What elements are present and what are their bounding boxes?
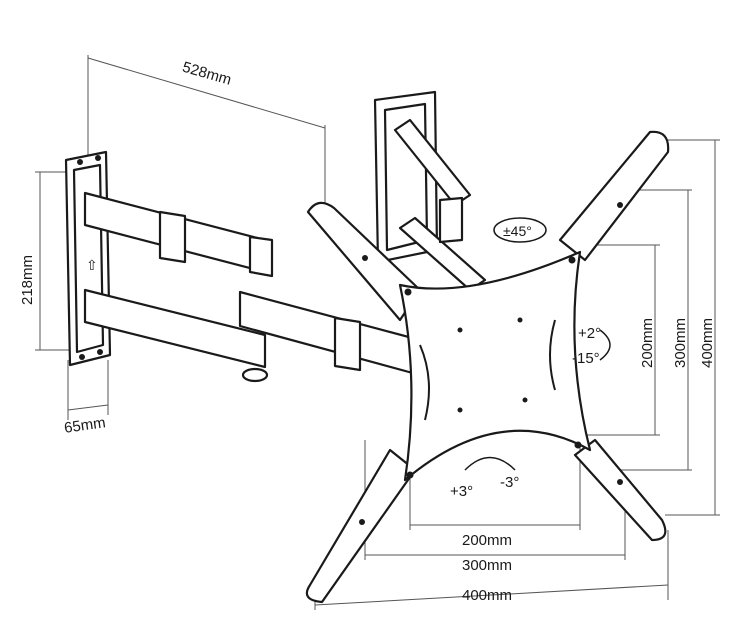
label-tilt-down: -15°: [572, 350, 600, 367]
up-arrow-icon: ⇧: [86, 257, 98, 273]
label-swivel: ±45°: [503, 223, 532, 239]
label-vesa-h-300: 300mm: [462, 557, 512, 574]
tilt-arrow-icon: [599, 329, 611, 361]
swivel-arrow-icon: [493, 217, 547, 243]
label-vesa-v-300: 300mm: [672, 318, 689, 368]
label-218mm: 218mm: [19, 255, 36, 305]
label-vesa-v-200: 200mm: [639, 318, 656, 368]
label-528mm: 528mm: [180, 59, 233, 89]
vesa-plate: [305, 130, 670, 604]
rotate-arrow-icon: [464, 456, 516, 471]
label-tilt-up: +2°: [578, 325, 601, 342]
label-vesa-h-200: 200mm: [462, 532, 512, 549]
label-vesa-h-400: 400mm: [462, 587, 512, 604]
label-65mm: 65mm: [63, 414, 107, 437]
label-rotate-neg: -3°: [500, 474, 519, 491]
wall-plate: ⇧: [64, 150, 112, 367]
label-vesa-v-400: 400mm: [699, 318, 716, 368]
label-rotate-pos: +3°: [450, 483, 473, 500]
